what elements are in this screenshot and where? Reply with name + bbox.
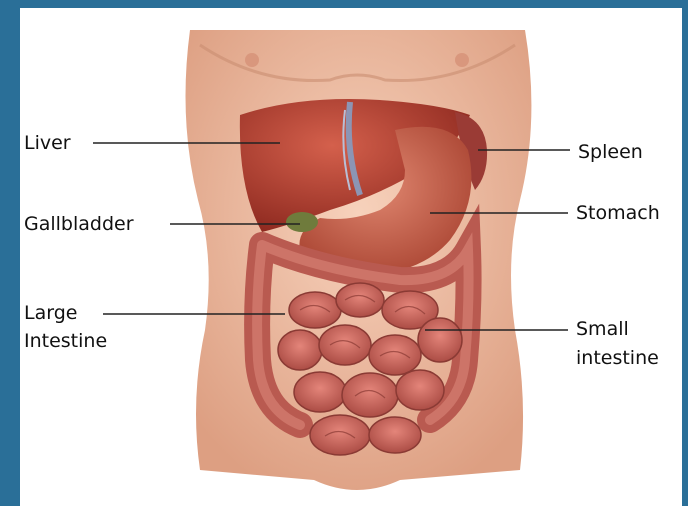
small-intestine-label-line1: Small — [576, 318, 629, 340]
large-intestine-label-line2: Intestine — [24, 330, 107, 352]
spleen-label: Spleen — [578, 141, 643, 163]
gallbladder-shape — [286, 212, 318, 232]
large-intestine-label-line1: Large — [24, 302, 77, 324]
small-intestine-label-line2: intestine — [576, 347, 659, 369]
stomach-label: Stomach — [576, 202, 660, 224]
left-nipple — [245, 53, 259, 67]
gallbladder-label: Gallbladder — [24, 213, 134, 235]
right-nipple — [455, 53, 469, 67]
liver-label: Liver — [24, 132, 71, 154]
